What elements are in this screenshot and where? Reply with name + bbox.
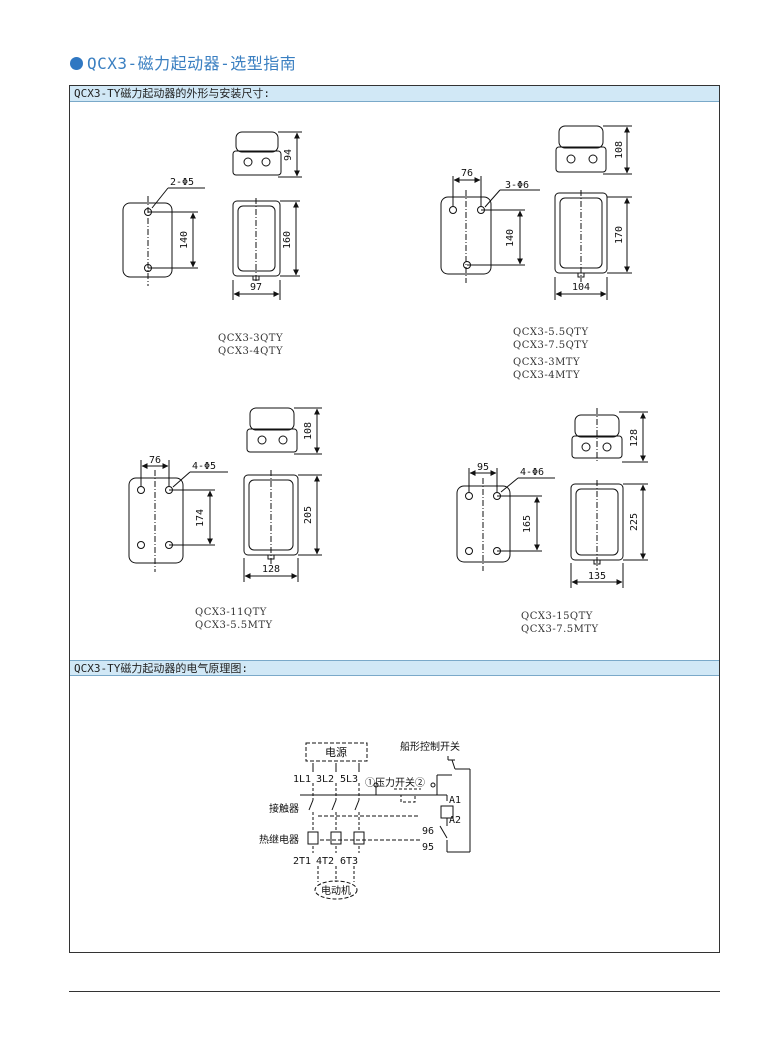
model-list-4: QCX3-15QTY QCX3-7.5MTY xyxy=(521,610,599,636)
top-view-body xyxy=(232,150,282,176)
switch-label: 船形控制开关 xyxy=(400,740,460,753)
power-box xyxy=(305,742,368,762)
schematic-labels: 电源 船形控制开关 1L1 3L2 5L3 ①压力开关② A1 A2 96 95… xyxy=(259,740,461,897)
base-plate xyxy=(440,196,492,275)
terminal-a2: A2 xyxy=(449,815,461,826)
dim-width: 104 xyxy=(572,282,590,293)
model-name: QCX3-3MTY xyxy=(513,357,581,368)
hole-callout: 4-Φ6 xyxy=(520,467,544,478)
model-name: QCX3-5.5MTY xyxy=(195,620,273,631)
model-name: QCX3-4MTY xyxy=(513,370,581,381)
section-header-dimensions: QCX3-TY磁力起动器的外形与安装尺寸: xyxy=(70,86,719,102)
drawing-4 xyxy=(456,408,648,588)
dim-hole-spacing-w: 76 xyxy=(461,168,473,179)
drawing-4-labels: 95 4-Φ6 165 128 225 135 xyxy=(477,429,640,582)
dim-top-height: 94 xyxy=(283,149,294,161)
model-name: QCX3-11QTY xyxy=(195,607,267,618)
terminal-95: 95 xyxy=(422,842,434,853)
power-label: 电源 xyxy=(325,745,347,759)
page-title: QCX3-磁力起动器-选型指南 xyxy=(70,50,296,74)
motor-label: 电动机 xyxy=(321,884,351,897)
dim-top-height: 108 xyxy=(614,141,625,159)
drawing-2 xyxy=(440,125,632,300)
dim-front-height: 225 xyxy=(629,513,640,531)
terminal-5l3: 5L3 xyxy=(340,774,358,785)
terminal-2t1: 2T1 xyxy=(293,856,311,867)
hole-callout: 3-Φ6 xyxy=(505,180,529,191)
page-title-text: QCX3-磁力起动器-选型指南 xyxy=(87,54,297,73)
dim-width: 128 xyxy=(262,564,280,575)
model-list-2: QCX3-5.5QTY QCX3-7.5QTY QCX3-3MTY QCX3-4… xyxy=(513,326,589,382)
hole-callout: 4-Φ5 xyxy=(192,461,216,472)
model-name: QCX3-3QTY xyxy=(218,333,284,344)
drawing-3-labels: 76 4-Φ5 174 108 205 128 xyxy=(149,422,314,575)
terminal-a1: A1 xyxy=(449,795,461,806)
terminal-1l1: 1L1 xyxy=(293,774,311,785)
terminal-4t2: 4T2 xyxy=(316,856,334,867)
bullet-icon xyxy=(70,57,83,70)
dim-width: 97 xyxy=(250,282,262,293)
drawing-1-labels: 2-Φ5 140 94 160 97 xyxy=(170,149,294,293)
hole-callout: 2-Φ5 xyxy=(170,177,194,188)
terminal-96: 96 xyxy=(422,826,434,837)
schematic xyxy=(300,742,471,900)
dim-hole-spacing-w: 95 xyxy=(477,462,489,473)
model-name: QCX3-5.5QTY xyxy=(513,327,589,338)
drawing-2-labels: 76 3-Φ6 140 108 170 104 xyxy=(461,141,625,293)
pressure-switch-label: ①压力开关② xyxy=(365,776,425,789)
dim-hole-spacing: 140 xyxy=(505,229,516,247)
model-list-3: QCX3-11QTY QCX3-5.5MTY xyxy=(195,606,273,632)
section-header-schematic: QCX3-TY磁力起动器的电气原理图: xyxy=(70,660,719,676)
drawing-1 xyxy=(122,131,302,300)
relay-label: 热继电器 xyxy=(259,833,299,846)
dim-hole-spacing-w: 76 xyxy=(149,455,161,466)
dim-hole-spacing: 174 xyxy=(195,509,206,527)
dim-hole-spacing: 140 xyxy=(179,231,190,249)
dim-front-height: 170 xyxy=(614,226,625,244)
model-name: QCX3-4QTY xyxy=(218,346,284,357)
drawing-3 xyxy=(128,407,322,582)
dim-hole-spacing: 165 xyxy=(522,515,533,533)
dim-top-height: 108 xyxy=(303,422,314,440)
terminal-6t3: 6T3 xyxy=(340,856,358,867)
dim-front-height: 160 xyxy=(282,231,293,249)
content-frame: QCX3-TY磁力起动器的外形与安装尺寸: QCX3-TY磁力起动器的电气原理图… xyxy=(69,85,720,953)
dim-width: 135 xyxy=(588,571,606,582)
contactor-label: 接触器 xyxy=(269,802,299,815)
model-name: QCX3-7.5QTY xyxy=(513,340,589,351)
footer-rule xyxy=(69,991,720,992)
terminal-3l2: 3L2 xyxy=(316,774,334,785)
model-name: QCX3-7.5MTY xyxy=(521,624,599,635)
model-list-1: QCX3-3QTY QCX3-4QTY xyxy=(218,332,283,358)
top-view xyxy=(235,131,279,153)
motor-symbol xyxy=(314,880,358,900)
dim-top-height: 128 xyxy=(629,429,640,447)
model-name: QCX3-15QTY xyxy=(521,611,593,622)
dim-front-height: 205 xyxy=(303,506,314,524)
